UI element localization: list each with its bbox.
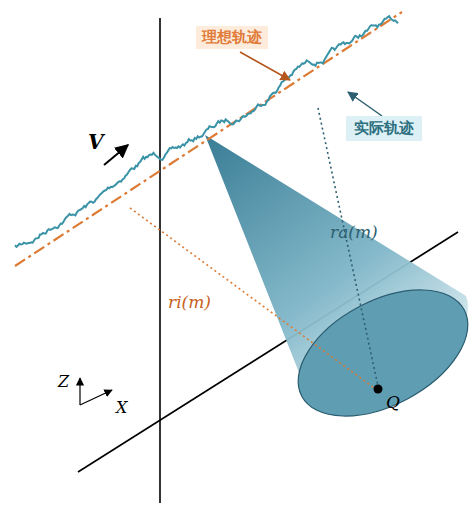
- ideal-callout-arrow: [240, 52, 290, 80]
- label-box: 理想轨迹: [196, 26, 268, 49]
- ideal-trajectory: [15, 12, 402, 266]
- math-label: V: [88, 130, 104, 154]
- math-label: Q: [386, 392, 400, 412]
- label-box: 实际轨迹: [346, 116, 422, 141]
- actual-range-line: [318, 108, 378, 386]
- velocity-arrow: [104, 145, 128, 165]
- math-label: X: [116, 398, 127, 417]
- callout-text: 实际轨迹: [354, 119, 414, 138]
- target-point: [374, 385, 383, 394]
- math-label: ra(m): [330, 222, 378, 242]
- beam-footprint: [277, 264, 473, 442]
- x-axis-arrow: [80, 390, 112, 405]
- math-label: Z: [58, 372, 69, 391]
- math-label: ri(m): [168, 292, 211, 312]
- callout-text: 理想轨迹: [202, 28, 262, 47]
- z-axis-arrow: [79, 378, 80, 405]
- vertical-line: [159, 18, 161, 503]
- actual-callout-arrow: [348, 92, 382, 116]
